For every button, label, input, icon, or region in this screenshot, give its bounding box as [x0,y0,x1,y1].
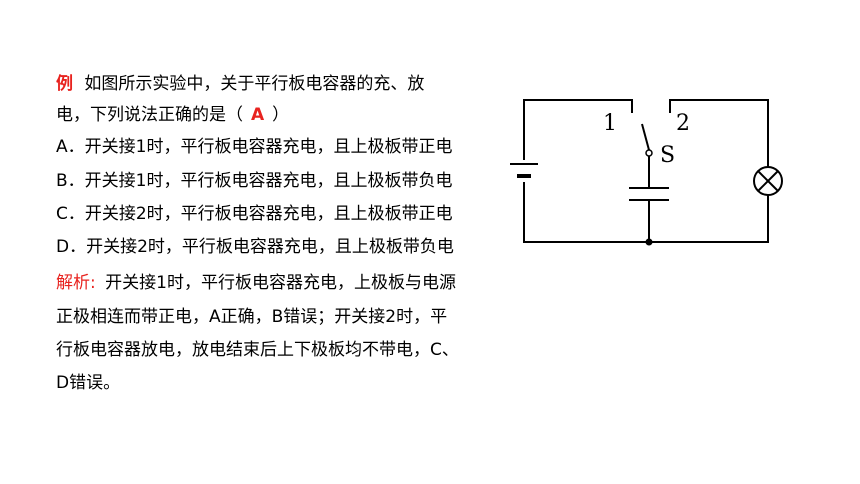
analysis-line4: D错误。 [56,373,121,393]
option-c: C．开关接2时，平行板电容器充电，且上极板带正电 [56,204,453,224]
junction-dot [645,238,653,246]
option-a: A．开关接1时，平行板电容器充电，且上极板带正电 [56,137,453,157]
analysis-label: 解析: [56,273,96,293]
right-wire [649,99,769,243]
left-wire [523,99,649,243]
switch-pivot [645,149,653,157]
question-stem-line2: 电，下列说法正确的是（A） [56,105,290,125]
terminal-2-label: 2 [676,111,690,136]
circuit-diagram: 1 2 S [510,99,783,246]
example-tag: 例 [56,74,73,94]
switch-label: S [660,143,675,168]
option-d: D．开关接2时，平行板电容器充电，且上极板带负电 [56,237,454,257]
option-b: B．开关接1时，平行板电容器充电，且上极板带负电 [56,171,453,191]
analysis-line1: 解析: 开关接1时，平行板电容器充电，上极板与电源 [56,273,456,293]
answer-letter: A [251,105,265,125]
question-stem-line1: 例 如图所示实验中，关于平行板电容器的充、放 [56,74,425,94]
terminal-1-label: 1 [603,111,617,136]
analysis-line3: 行板电容器放电，放电结束后上下极板均不带电，C、 [56,340,459,360]
switch-blade [641,123,650,151]
analysis-line2: 正极相连而带正电，A正确，B错误；开关接2时，平 [56,307,448,327]
